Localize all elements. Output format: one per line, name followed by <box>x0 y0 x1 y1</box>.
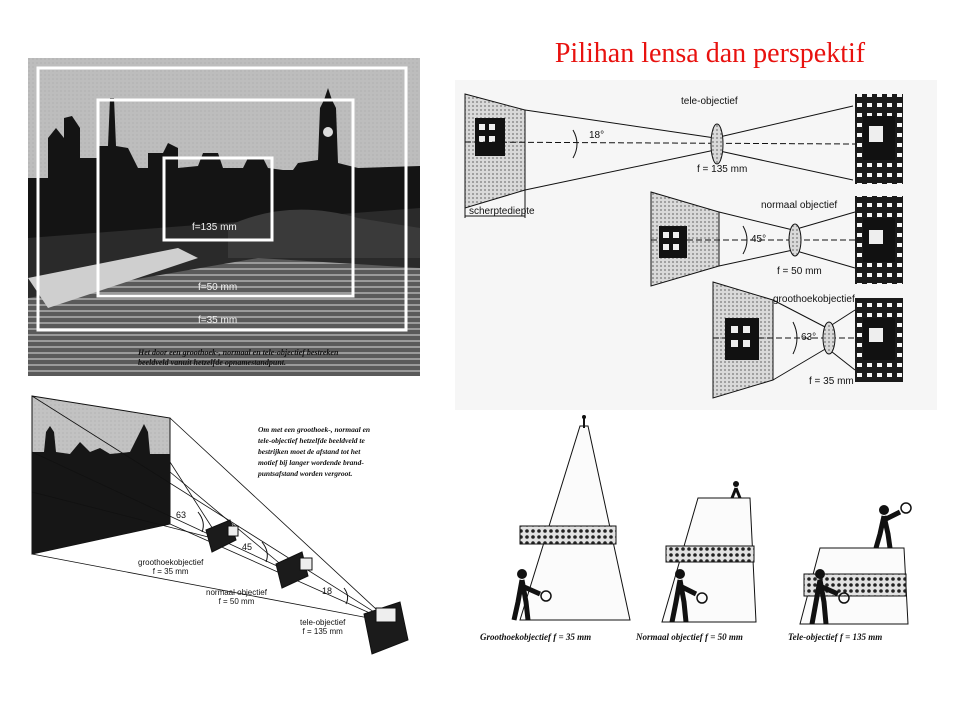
tele-focal-label: f = 135 mm <box>697 164 748 175</box>
camera-caption: Om met een groothoek-, normaal en tele-o… <box>258 425 371 478</box>
photo-caption: Het door een groothoek-, normaal en tele… <box>138 348 339 367</box>
london-skyline-photo <box>28 58 420 376</box>
court-normal <box>661 481 757 623</box>
camera-label-tele: tele-objectief f = 135 mm <box>300 618 346 636</box>
camera-wide-icon <box>205 519 239 553</box>
frame-tele <box>162 156 274 242</box>
player-far-tele-icon <box>873 502 912 549</box>
camera-angle-normal: 45 <box>242 542 253 552</box>
player-near-wide-icon <box>511 569 552 621</box>
normal-angle-label: 45° <box>751 234 767 245</box>
photo-frames-panel: f=135 mm f=50 mm f=35 mm <box>28 58 420 376</box>
court-tele <box>799 502 912 625</box>
camera-tele-icon <box>363 601 409 655</box>
wide-focal-label: f = 35 mm <box>809 376 854 387</box>
lens-diagram-panel: tele-objectief 18° f = 135 mm scherptedi… <box>455 80 937 410</box>
camera-normal-icon <box>275 551 313 589</box>
slide-title: Pilihan lensa dan perspektif <box>554 38 866 69</box>
perspective-illustrations <box>511 415 912 625</box>
normal-focal-label: f = 50 mm <box>777 266 822 277</box>
lens-diagram <box>464 93 903 399</box>
frame-normal <box>96 98 355 298</box>
depth-of-field-label: scherptediepte <box>469 206 535 217</box>
tele-angle-label: 18° <box>589 130 605 141</box>
wide-angle-label: 63° <box>801 332 817 343</box>
player-near-normal-icon <box>669 569 708 623</box>
frame-label-wide: f=35 mm <box>198 315 238 326</box>
court-wide <box>511 415 631 621</box>
camera-label-wide: groothoekobjectief f = 35 mm <box>138 558 204 576</box>
camera-angle-tele: 18 <box>322 586 333 596</box>
tele-objective-label: tele-objectief <box>681 96 738 107</box>
frame-label-tele: f=135 mm <box>192 222 237 233</box>
normal-objective-label: normaal objectief <box>761 200 838 211</box>
player-far-normal-icon <box>730 481 742 499</box>
frame-wide <box>36 66 408 332</box>
camera-label-normal: normaal objectief f = 50 mm <box>206 588 267 606</box>
camera-angle-wide: 63 <box>176 510 187 520</box>
camera-distance-panel: 63 45 18 groothoekobjectief f = 35 mm no… <box>30 392 422 664</box>
camera-distance-diagram <box>31 395 409 655</box>
perspective-caption-normal: Normaal objectief f = 50 mm <box>636 632 743 642</box>
player-near-tele-icon <box>809 569 850 625</box>
frame-label-normal: f=50 mm <box>198 282 238 293</box>
perspective-panel: Groothoekobjectief f = 35 mm Normaal obj… <box>470 414 940 664</box>
wide-objective-label: groothoekobjectief <box>773 294 855 305</box>
perspective-caption-wide: Groothoekobjectief f = 35 mm <box>480 632 592 642</box>
player-far-wide-icon <box>582 415 586 428</box>
perspective-caption-tele: Tele-objectief f = 135 mm <box>788 632 883 642</box>
